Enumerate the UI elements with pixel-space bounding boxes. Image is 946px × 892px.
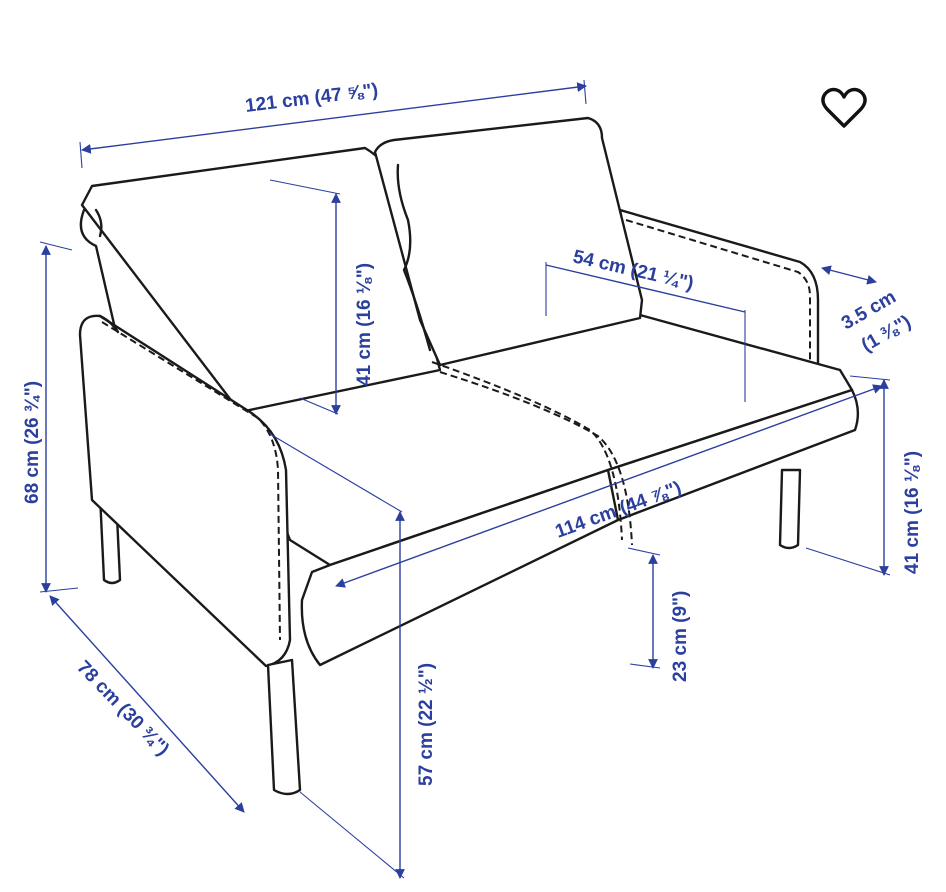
left-armrest (78, 314, 292, 668)
dimension-lines (39, 79, 891, 879)
right-armrest (618, 208, 820, 374)
favorite-button[interactable] (818, 84, 870, 132)
depth-label: 78 cm (30 ¾") (72, 657, 173, 760)
sofa-outline (78, 116, 860, 796)
total-height-label: 68 cm (26 ¾") (22, 381, 43, 504)
free-height-label: 23 cm (9") (670, 591, 691, 682)
heart-outline-icon (821, 87, 867, 128)
overall-width-label: 121 cm (47 ⅝") (244, 80, 379, 117)
armrest-height-label: 41 cm (16 ⅛") (902, 451, 923, 574)
back-right-leg (778, 468, 802, 550)
seat-height-label: 57 cm (22 ½") (416, 663, 437, 786)
backrest-height-label: 41 cm (16 ⅛") (354, 263, 375, 386)
front-left-leg (266, 658, 302, 796)
